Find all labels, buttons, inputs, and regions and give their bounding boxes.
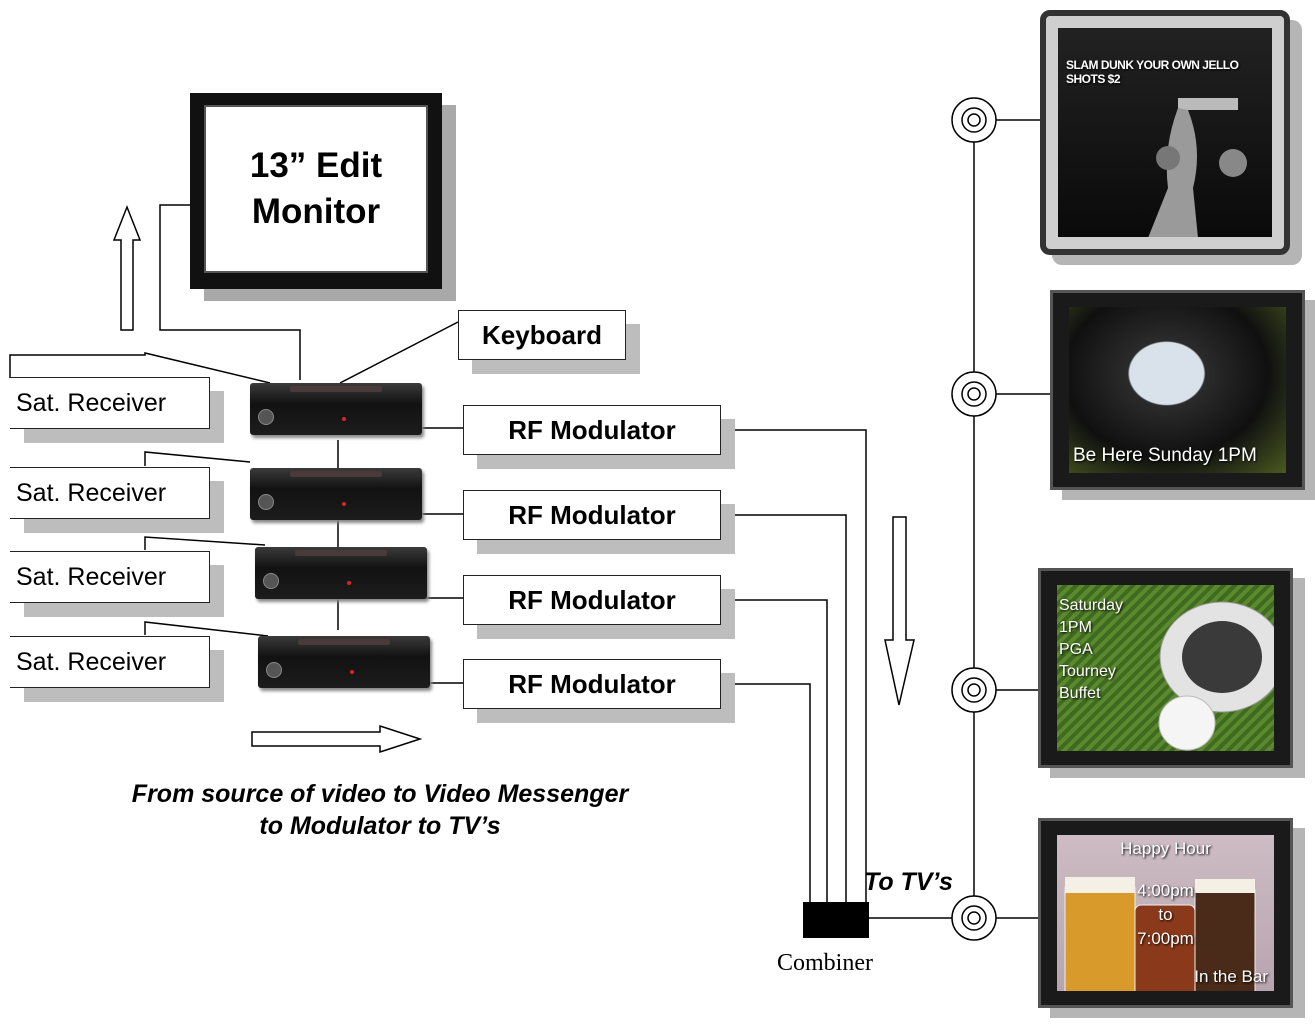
- combiner: [803, 902, 869, 938]
- edit-monitor-cable: [159, 204, 301, 380]
- caption-line1: From source of video to Video Messenger: [131, 780, 629, 808]
- tv-3: Saturday 1PM PGA Tourney Buffet: [1038, 568, 1293, 768]
- right-arrow: [251, 724, 423, 754]
- tv-3-line: Saturday: [1059, 597, 1124, 614]
- edit-monitor-line2: Monitor: [251, 192, 381, 231]
- down-arrow: [884, 516, 915, 706]
- keyboard-cable: [339, 321, 459, 384]
- tv-4-to: to: [1158, 905, 1173, 924]
- rf-modulator-3: RF Modulator: [463, 575, 721, 625]
- tv-4-bottom-text: In the Bar: [1194, 967, 1268, 986]
- tv-3-line: Tourney: [1059, 663, 1116, 680]
- rf-combiner-cable-3: [720, 599, 828, 905]
- tv-4-top-text: Happy Hour: [1120, 839, 1211, 858]
- tv-3-line: Buffet: [1059, 685, 1101, 702]
- combiner-label: Combiner: [777, 950, 873, 976]
- tv-3-line: PGA: [1059, 641, 1093, 658]
- tv-3-line: 1PM: [1059, 619, 1092, 636]
- tv-1-screen: SLAM DUNK YOUR OWN JELLO SHOTS $2: [1058, 28, 1272, 237]
- sat-receiver-4: Sat. Receiver: [10, 636, 210, 688]
- sat-receiver-2: Sat. Receiver: [10, 467, 210, 519]
- sat-cable-3: [144, 536, 266, 550]
- diagram-caption: From source of video to Video Messenger …: [60, 778, 700, 842]
- tv-3-screen: Saturday 1PM PGA Tourney Buffet: [1057, 585, 1274, 751]
- tv-4-time-start: 4:00pm: [1137, 881, 1194, 900]
- video-messenger-unit-4: [258, 636, 430, 688]
- tv-4: Happy Hour 4:00pm to 7:00pm In the Bar: [1038, 818, 1293, 1008]
- tv-1-text: SLAM DUNK YOUR OWN JELLO SHOTS $2: [1066, 58, 1239, 86]
- video-messenger-unit-1: [250, 383, 422, 435]
- rf-modulator-2: RF Modulator: [463, 490, 721, 540]
- basketball-player-image: [1148, 98, 1247, 237]
- tv-4-time-end: 7:00pm: [1137, 929, 1194, 948]
- sat-receiver-3: Sat. Receiver: [10, 551, 210, 603]
- tv-4-screen: Happy Hour 4:00pm to 7:00pm In the Bar: [1057, 835, 1274, 991]
- edit-monitor: 13” Edit Monitor: [190, 93, 442, 289]
- tv-2-text: Be Here Sunday 1PM: [1073, 445, 1257, 466]
- sat-cable-4: [144, 621, 269, 637]
- caption-line2: to Modulator to TV’s: [259, 812, 501, 840]
- golf-hole-image: [1158, 601, 1274, 751]
- rf-modulator-1: RF Modulator: [463, 405, 721, 455]
- keyboard-box: Keyboard: [458, 310, 626, 360]
- tv-3-text: Saturday 1PM PGA Tourney Buffet: [1059, 595, 1123, 705]
- tv-1: SLAM DUNK YOUR OWN JELLO SHOTS $2: [1040, 10, 1290, 255]
- video-messenger-unit-2: [250, 468, 422, 520]
- rf-modulator-4: RF Modulator: [463, 659, 721, 709]
- tv-2: Be Here Sunday 1PM: [1050, 290, 1305, 490]
- beer-mugs-image: [1064, 877, 1256, 991]
- up-arrow: [112, 204, 142, 331]
- splitter-taps: [951, 97, 997, 941]
- rf-combiner-cable-1: [720, 429, 867, 905]
- sat-receiver-1: Sat. Receiver: [10, 377, 210, 429]
- rf-combiner-cable-2: [720, 514, 847, 905]
- video-messenger-unit-3: [255, 547, 427, 599]
- tv-4-time-block: 4:00pm to 7:00pm: [1057, 879, 1274, 951]
- to-tvs-label: To TV’s: [864, 868, 953, 896]
- edit-monitor-screen: 13” Edit Monitor: [204, 105, 428, 273]
- rf-combiner-cable-4: [720, 683, 811, 905]
- tv-2-screen: Be Here Sunday 1PM: [1069, 307, 1286, 473]
- edit-monitor-line1: 13” Edit: [249, 146, 383, 185]
- sat-cable-1: [9, 352, 271, 384]
- sat-cable-2: [144, 451, 251, 466]
